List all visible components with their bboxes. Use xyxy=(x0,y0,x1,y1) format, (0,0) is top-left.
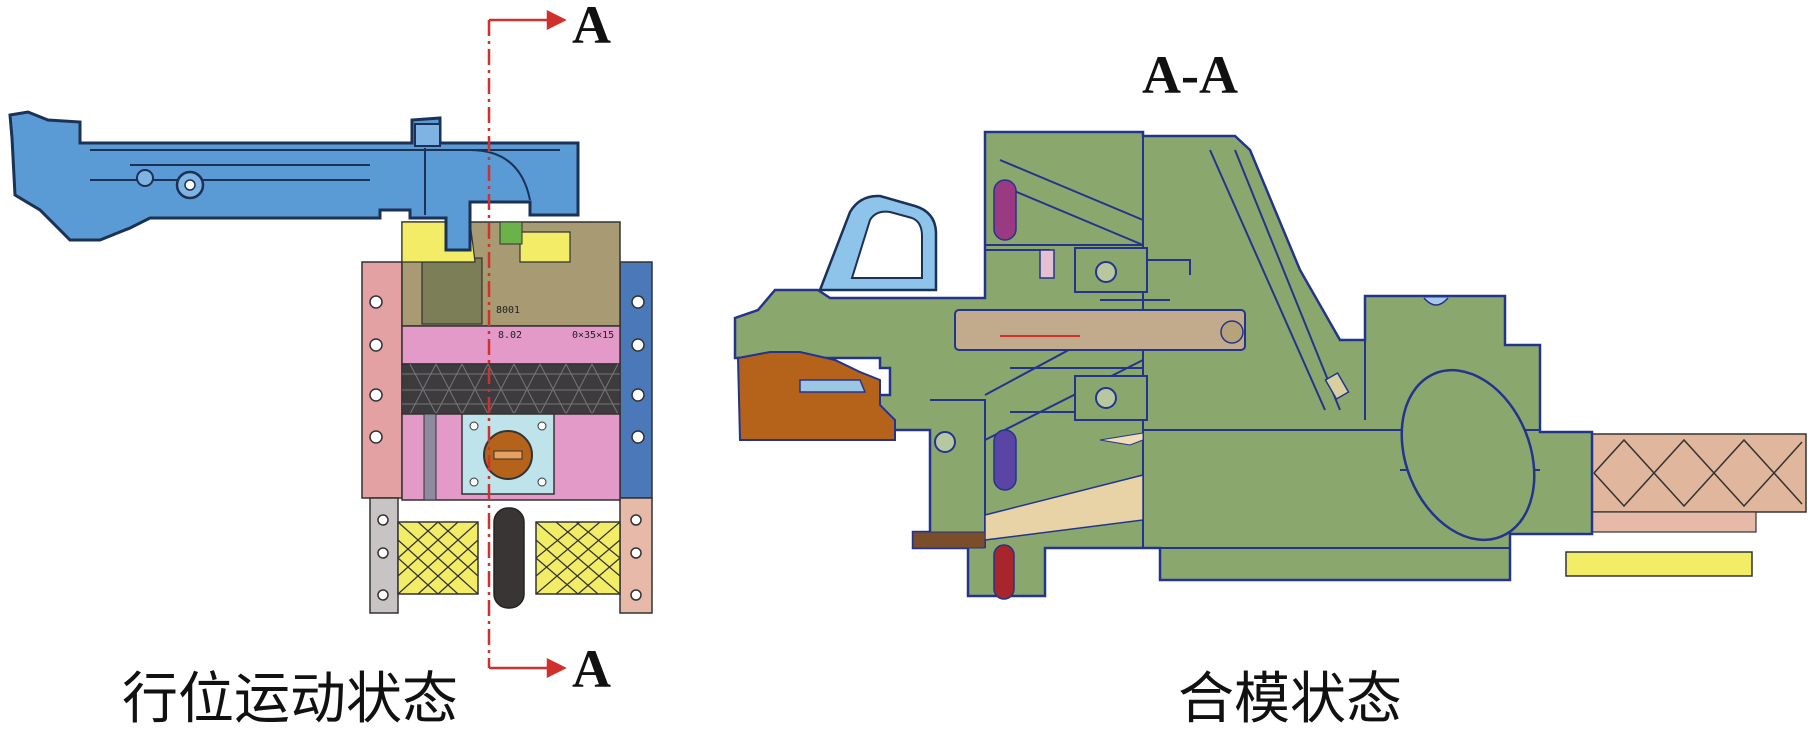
tan-mesh-block xyxy=(1589,433,1807,513)
part-mark-2: 8.02 xyxy=(498,330,523,341)
left-side-plate-red xyxy=(361,261,403,499)
side-plate-holes xyxy=(369,295,645,601)
copper-core xyxy=(736,351,896,441)
lock-plate-hole-3 xyxy=(469,477,479,487)
green-insert xyxy=(499,221,523,245)
left-mold-assembly xyxy=(361,221,653,614)
right-mold-section xyxy=(733,130,1807,600)
mesh-pattern xyxy=(402,363,620,415)
tan-lower-strip xyxy=(1589,511,1757,533)
product-loop-window xyxy=(850,210,923,279)
upper-dark-insert xyxy=(421,257,483,325)
lock-plate-hole-2 xyxy=(537,421,547,431)
tan-mesh-pattern xyxy=(1593,438,1803,508)
part-mark-3: 0×35×15 xyxy=(572,330,615,341)
lower-mesh-pattern xyxy=(397,521,621,595)
slider-guide-grey xyxy=(423,413,437,501)
purple-pin-top xyxy=(993,179,1017,241)
left-detail-hole xyxy=(934,431,956,453)
pink-slider-band xyxy=(401,325,621,365)
section-arrow-bottom xyxy=(546,657,567,679)
product-inner-detail xyxy=(90,148,560,215)
ejector-pin-dark xyxy=(493,507,525,609)
lock-plate-hole-4 xyxy=(537,477,547,487)
violet-pin-mid xyxy=(993,429,1017,491)
product-boss-inner xyxy=(184,179,196,191)
section-arrow-top xyxy=(546,9,567,31)
brown-strip xyxy=(912,531,986,549)
core-pin xyxy=(954,309,1246,351)
left-view-caption: 行位运动状态 xyxy=(122,667,458,732)
oval-cavity xyxy=(1400,368,1536,542)
core-pin-head xyxy=(1220,320,1244,344)
section-marker-top: A xyxy=(572,0,611,55)
copper-core-hollow xyxy=(799,379,867,393)
yellow-wedge-right xyxy=(519,231,571,263)
section-cut-line xyxy=(487,9,567,679)
dark-mesh-band xyxy=(401,363,621,415)
blue-product xyxy=(8,110,580,252)
lock-bolt-slot xyxy=(493,450,523,460)
product-hole xyxy=(136,169,154,187)
lower-detail-hole xyxy=(1095,387,1117,409)
part-mark-1: 8001 xyxy=(496,305,521,316)
section-view-title: A-A xyxy=(1142,45,1238,105)
red-pin-bottom xyxy=(993,544,1015,600)
green-mold-body xyxy=(733,130,1594,598)
section-marker-bottom: A xyxy=(572,639,611,699)
knob-notch xyxy=(1423,297,1449,306)
upper-detail-hole xyxy=(1095,261,1117,283)
lock-plate-hole-1 xyxy=(469,421,479,431)
angled-lifter xyxy=(1324,371,1350,401)
beige-insert-right xyxy=(1099,432,1144,446)
right-view-caption: 合模状态 xyxy=(1178,667,1402,732)
yellow-plate xyxy=(1565,551,1753,577)
product-clip xyxy=(414,123,441,147)
small-pin xyxy=(1039,249,1055,279)
